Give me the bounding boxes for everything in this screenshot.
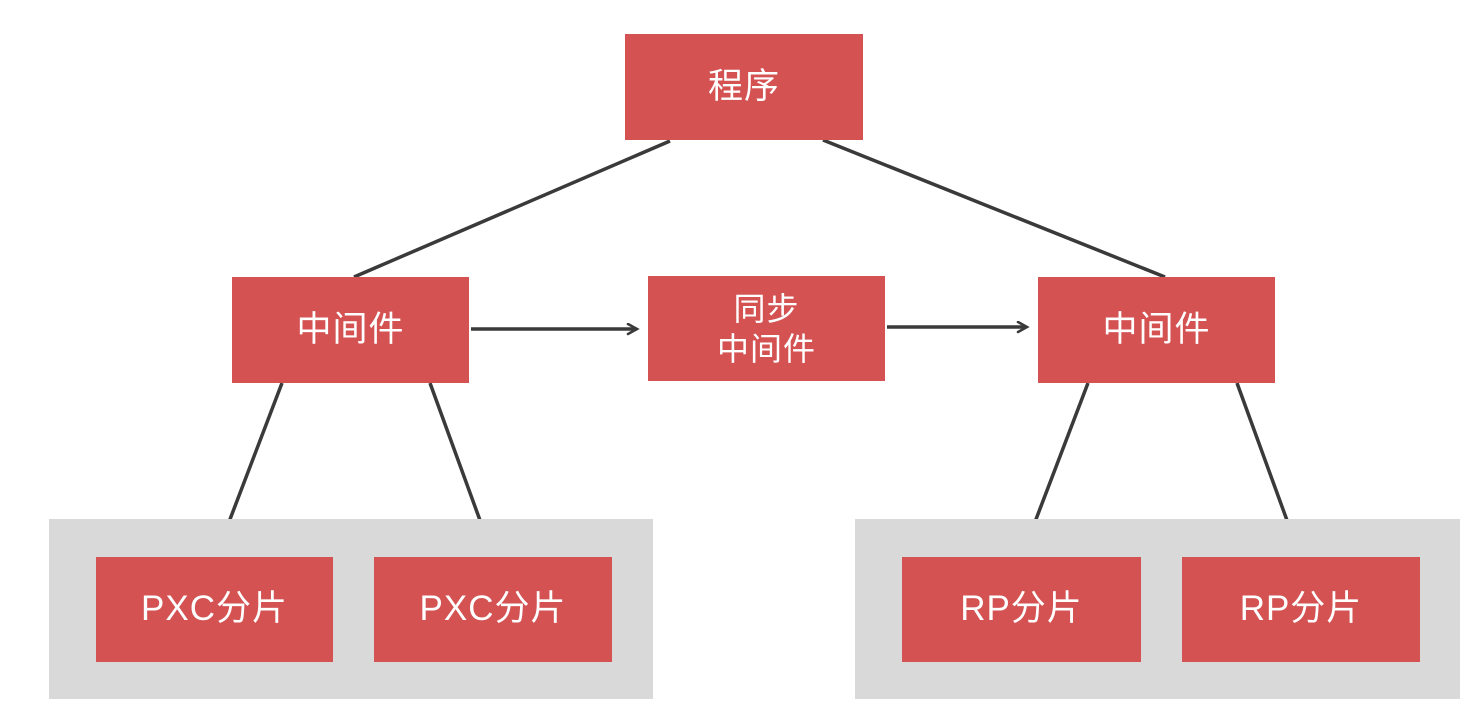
node-sync-middleware-label-line2: 中间件 [716,330,816,367]
node-sync-middleware-label-line1: 同步 [733,290,800,327]
node-pxc-shard-2-label: PXC分片 [419,589,567,629]
node-rp-shard-2-label: RP分片 [1239,589,1363,629]
node-program: 程序 [625,34,863,140]
edge-program-to-middleware_right [822,138,1166,279]
edge-program-to-middleware_left [353,139,671,279]
node-middleware-right: 中间件 [1038,277,1275,383]
node-pxc-shard-2: PXC分片 [374,557,612,662]
node-pxc-shard-1: PXC分片 [96,557,333,662]
node-sync-middleware: 同步 中间件 [648,276,885,381]
node-middleware-left: 中间件 [232,277,469,383]
node-rp-shard-2: RP分片 [1182,557,1420,662]
node-rp-shard-1: RP分片 [902,557,1141,662]
node-program-label: 程序 [707,66,780,106]
node-middleware-right-label: 中间件 [1102,309,1211,349]
node-rp-shard-1-label: RP分片 [960,589,1083,629]
node-pxc-shard-1-label: PXC分片 [141,589,288,629]
node-middleware-left-label: 中间件 [296,309,405,349]
